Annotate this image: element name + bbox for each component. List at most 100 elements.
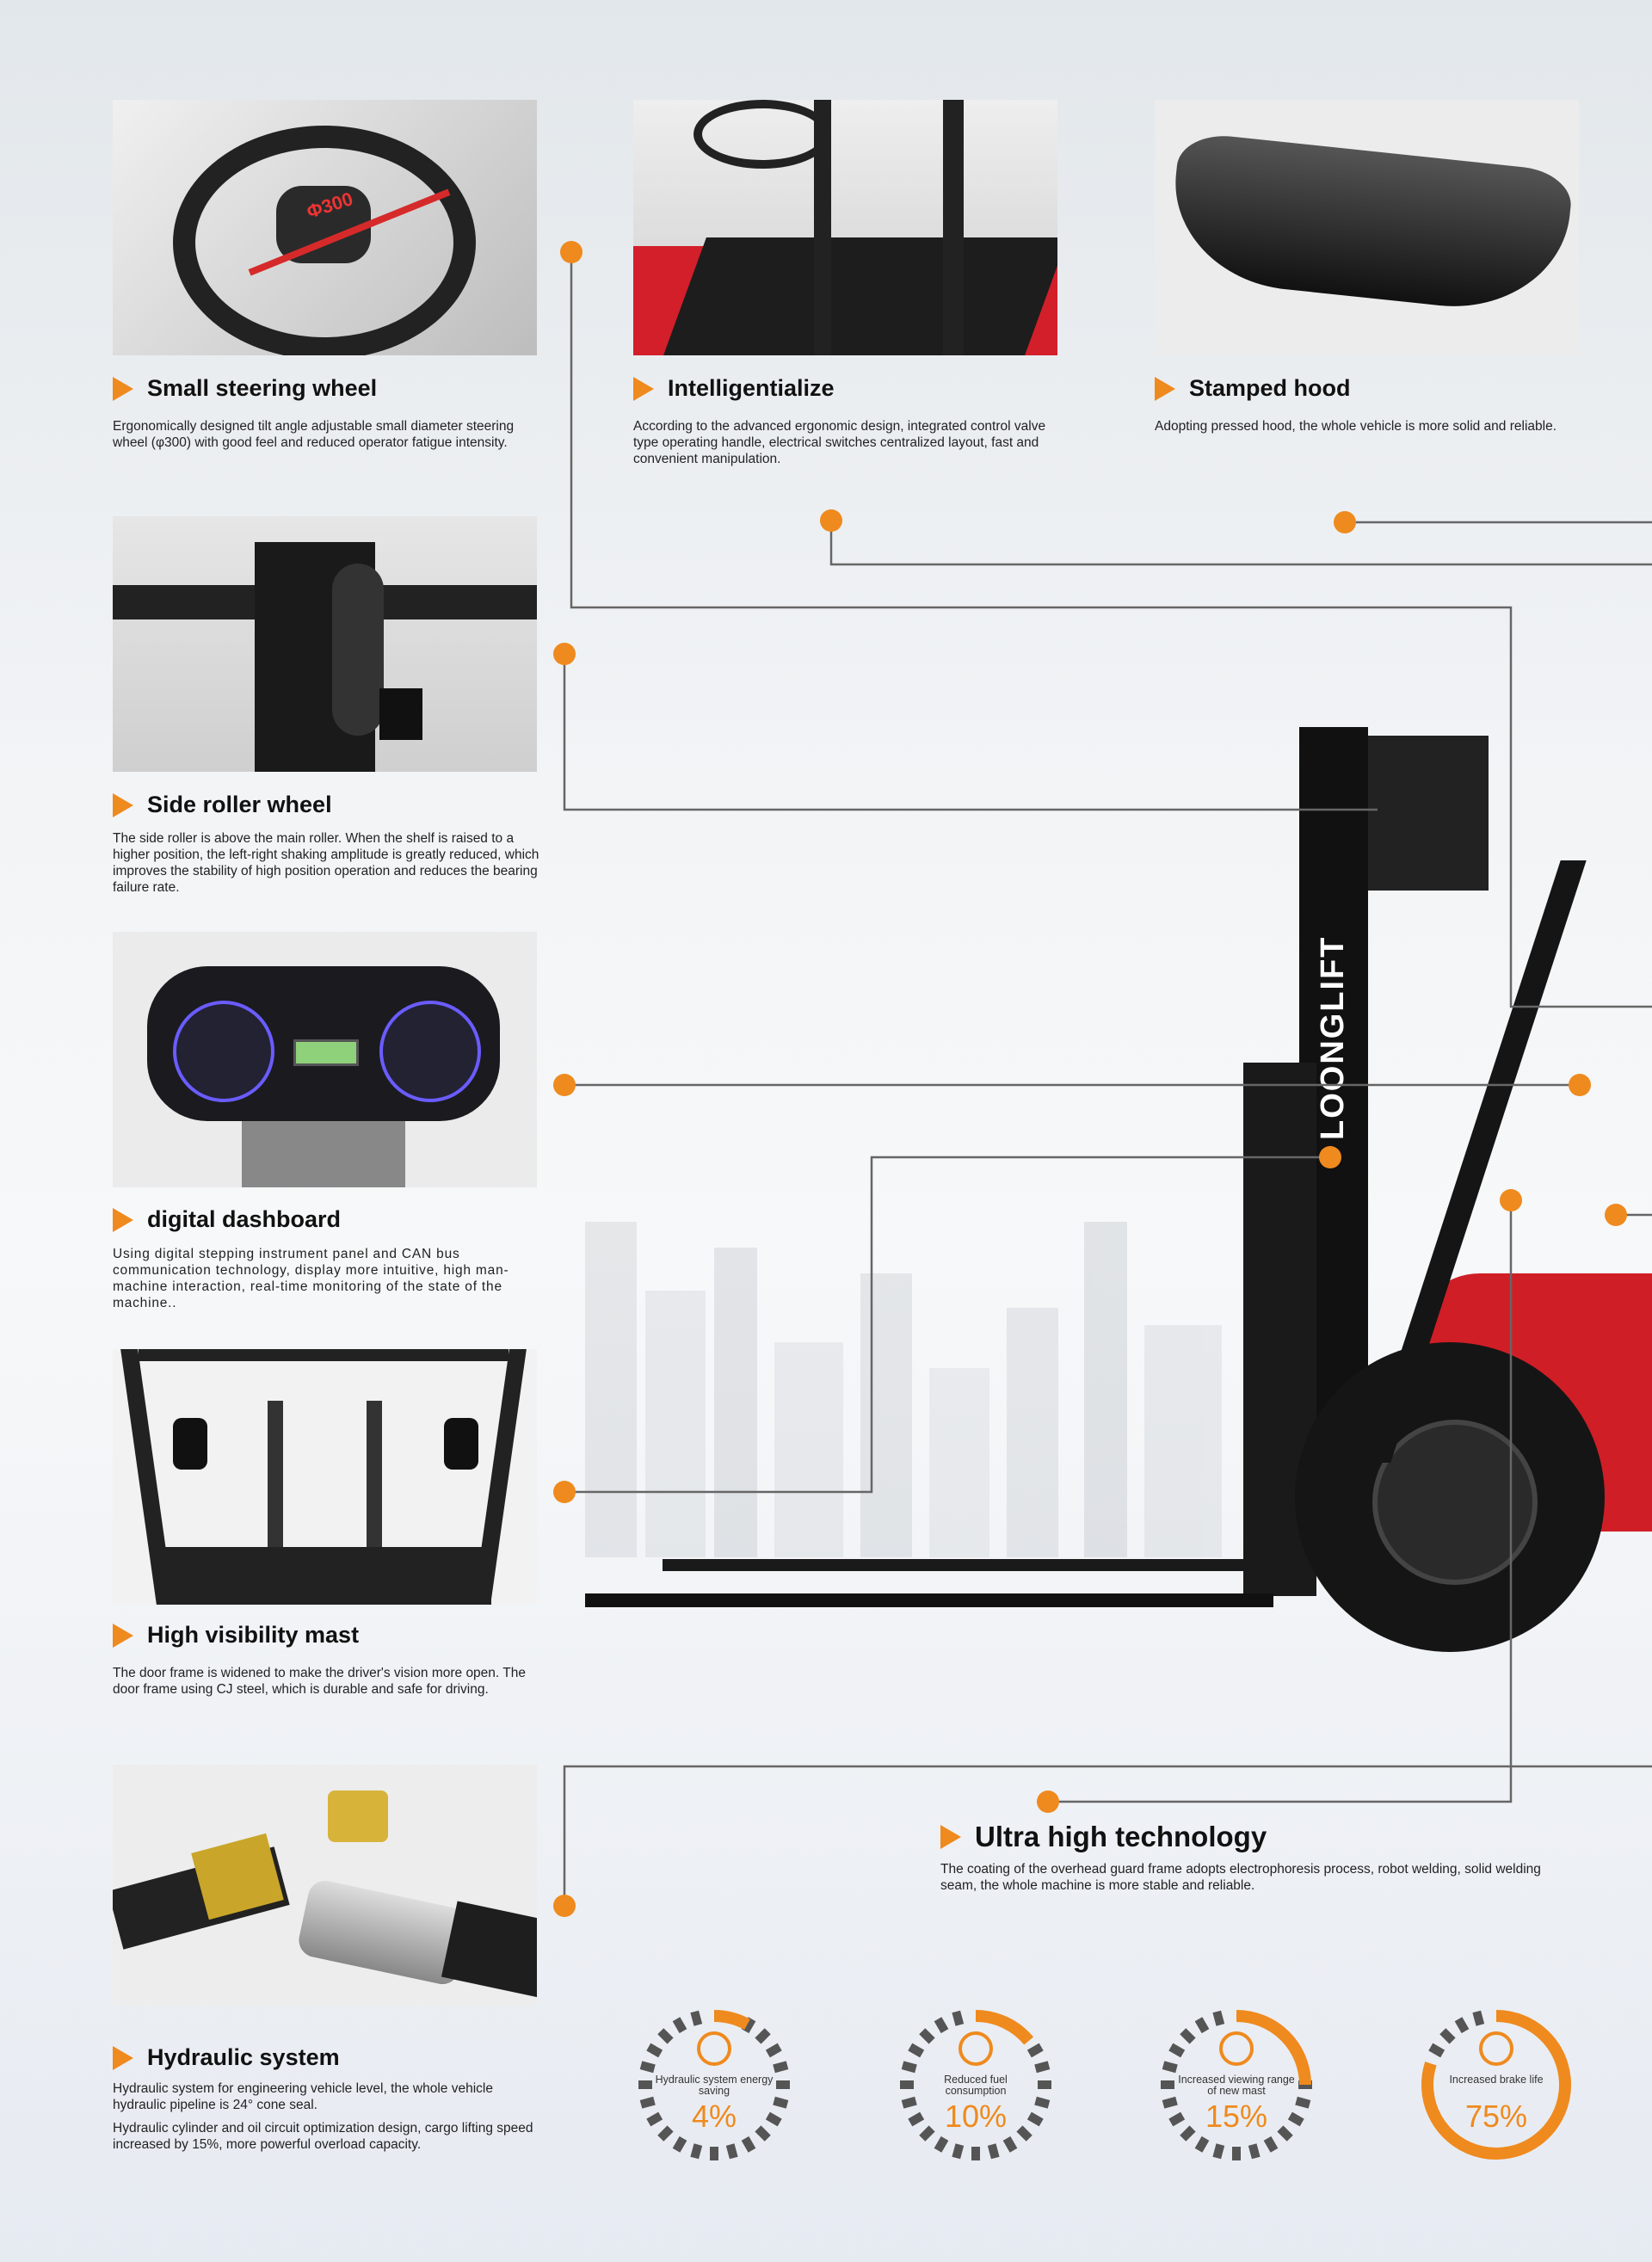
ring-dash <box>672 2136 687 2153</box>
ring-dash <box>934 2136 949 2153</box>
ring-dash <box>1248 2143 1261 2160</box>
ring-dash <box>646 2111 663 2127</box>
ring-dash <box>934 2017 949 2034</box>
ring-dash <box>1162 2096 1178 2109</box>
ring-dash <box>901 2061 917 2074</box>
triangle-bullet-icon <box>113 1207 133 1232</box>
ring-dash <box>672 2017 687 2034</box>
feature-desc-dashboard: Using digital stepping instrument panel … <box>113 1247 509 1310</box>
ring-dash <box>952 2143 965 2160</box>
callout-dot <box>1569 1074 1591 1096</box>
feature-desc-technology: The coating of the overhead guard frame … <box>940 1862 1541 1893</box>
side-roller-photo <box>113 516 537 772</box>
ring-dash <box>1026 2111 1044 2127</box>
callout-dot <box>1334 511 1356 533</box>
hydraulic-fittings-photo <box>113 1765 537 2006</box>
ring-dash <box>1162 2061 1178 2074</box>
progress-arc <box>1421 2010 1571 2160</box>
ring-dash <box>1212 2143 1225 2160</box>
ring-dash <box>1194 2017 1210 2034</box>
digital-dashboard-photo <box>113 932 537 1187</box>
ring-dash <box>638 2080 652 2089</box>
ring-dash <box>919 2125 935 2142</box>
ring-dash <box>710 2147 718 2160</box>
ring-dash <box>1472 2010 1485 2026</box>
progress-arc <box>1236 2010 1311 2086</box>
feature-desc-intelligentialize: According to the advanced ergonomic desi… <box>633 419 1046 466</box>
feature-desc-steering: Ergonomically designed tilt angle adjust… <box>113 419 515 450</box>
triangle-bullet-icon <box>113 1623 133 1648</box>
stamped-hood-photo <box>1155 100 1579 355</box>
ring-dash <box>755 2125 771 2142</box>
ring-dash <box>1295 2096 1311 2109</box>
ring-dash <box>1194 2136 1210 2153</box>
triangle-bullet-icon <box>113 792 133 817</box>
ring-dash <box>1232 2147 1241 2160</box>
ring-dash <box>690 2010 703 2026</box>
feature-title-mast: High visibility mast <box>113 1622 359 1649</box>
ring-dash <box>1180 2028 1196 2044</box>
feature-desc-mast: The door frame is widened to make the dr… <box>113 1666 526 1697</box>
callout-dot <box>560 241 583 263</box>
city-skyline-background <box>551 1196 1411 1557</box>
ring-dash <box>639 2061 656 2074</box>
ring-dash <box>776 2080 790 2089</box>
callout-dot <box>1500 1189 1522 1211</box>
ring-dash <box>1168 2043 1186 2058</box>
triangle-bullet-icon <box>113 376 133 401</box>
ring-dash <box>1212 2010 1225 2026</box>
ring-dash <box>765 2111 782 2127</box>
triangle-bullet-icon <box>1155 376 1175 401</box>
ring-dash <box>1263 2136 1279 2153</box>
steering-wheel-icon <box>697 2031 731 2066</box>
ring-dash <box>987 2143 1000 2160</box>
ring-dash <box>1016 2125 1032 2142</box>
ring-dash <box>908 2043 925 2058</box>
ring-dash <box>741 2136 756 2153</box>
high-visibility-mast-photo <box>113 1349 537 1605</box>
ring-dash <box>1277 2125 1293 2142</box>
ring-dash <box>690 2143 703 2160</box>
ring-dash <box>908 2111 925 2127</box>
callout-dot <box>553 1895 576 1917</box>
callout-dot <box>553 643 576 665</box>
steering-wheel-photo: Φ300 <box>113 100 537 355</box>
ring-dash <box>919 2028 935 2044</box>
feature-title-steering: Small steering wheel <box>113 375 377 402</box>
ring-dash <box>765 2043 782 2058</box>
ring-dash <box>901 2096 917 2109</box>
callout-dot <box>1605 1204 1627 1226</box>
ring-dash <box>1428 2043 1446 2058</box>
progress-arc <box>713 2010 750 2031</box>
ring-dash <box>1180 2125 1196 2142</box>
fuel-can-icon <box>959 2031 993 2066</box>
ring-dash <box>657 2125 674 2142</box>
ring-dash <box>1454 2017 1470 2034</box>
ring-dash <box>773 2061 789 2074</box>
callout-dot <box>553 1074 576 1096</box>
feature-title-hydraulic: Hydraulic system <box>113 2044 340 2071</box>
ring-dash <box>971 2147 980 2160</box>
feature-desc-hood: Adopting pressed hood, the whole vehicle… <box>1155 419 1557 434</box>
callout-dot <box>820 509 842 532</box>
ring-dash <box>900 2080 914 2089</box>
ring-dash <box>755 2028 771 2044</box>
feature-title-side-roller: Side roller wheel <box>113 792 332 818</box>
brake-disc-icon <box>1479 2031 1513 2066</box>
ring-dash <box>1287 2111 1304 2127</box>
ring-dash <box>1034 2096 1051 2109</box>
callout-dot <box>553 1481 576 1503</box>
ring-dash <box>1026 2043 1044 2058</box>
ring-dash <box>657 2028 674 2044</box>
feature-desc-hydraulic: Hydraulic system for engineering vehicle… <box>113 2081 533 2152</box>
triangle-bullet-icon <box>940 1825 961 1849</box>
ring-dash <box>1034 2061 1051 2074</box>
feature-title-hood: Stamped hood <box>1155 375 1351 402</box>
ring-dash <box>1439 2028 1456 2044</box>
ring-dash <box>1168 2111 1186 2127</box>
progress-arc <box>975 2010 1034 2045</box>
ring-dash <box>773 2096 789 2109</box>
